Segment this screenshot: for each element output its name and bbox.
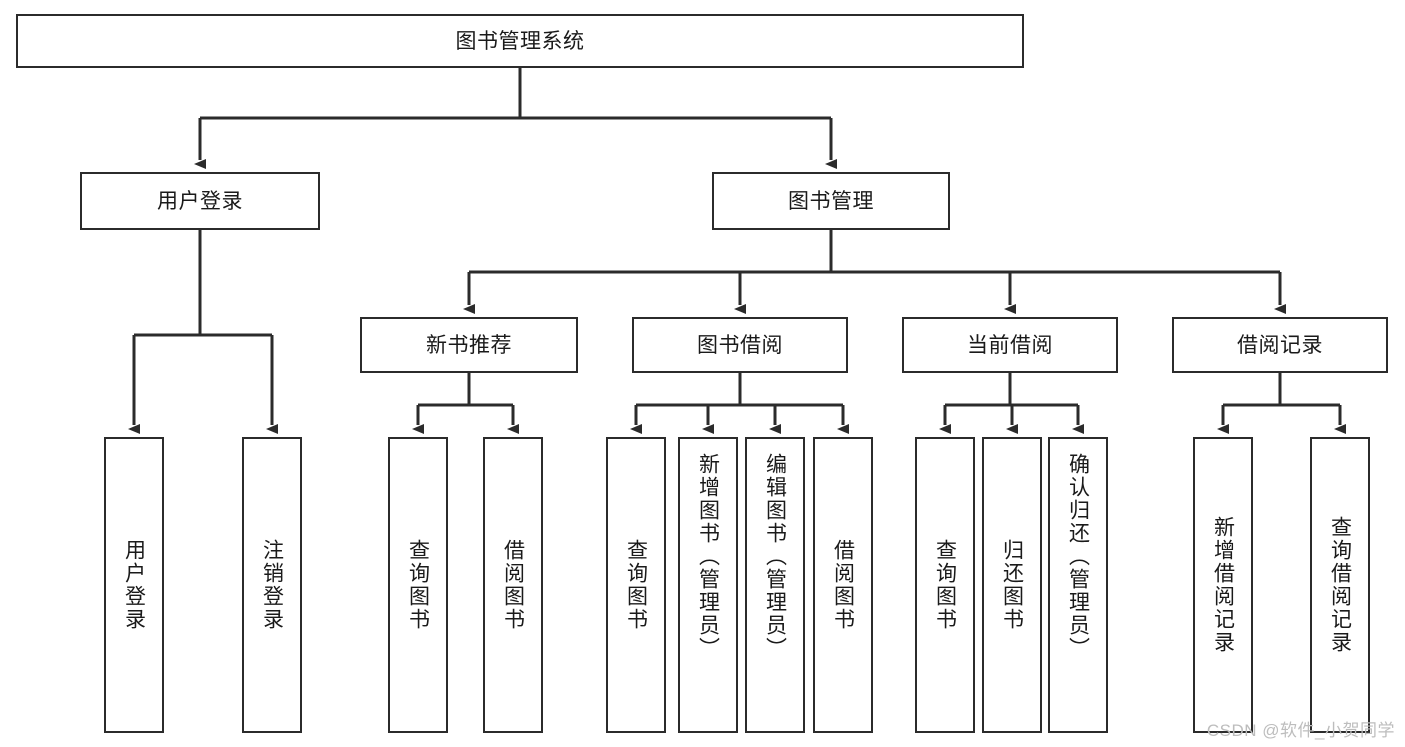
edge-userlogin-to-leaves: [128, 230, 278, 434]
leaf-query-book-borrow[interactable]: 查询图书: [606, 437, 666, 733]
edge-newbook-to-leaves: [412, 373, 519, 434]
edge-root-to-level2: [194, 68, 837, 169]
node-user-login[interactable]: 用户登录: [80, 172, 320, 230]
leaf-query-book-current-label: 查询图书: [933, 539, 957, 631]
edge-borrow-to-leaves: [630, 373, 849, 434]
node-root[interactable]: 图书管理系统: [16, 14, 1024, 68]
leaf-add-borrow-record[interactable]: 新增借阅记录: [1193, 437, 1253, 733]
node-book-management[interactable]: 图书管理: [712, 172, 950, 230]
leaf-query-book-current[interactable]: 查询图书: [915, 437, 975, 733]
node-borrow-records-label: 借阅记录: [1237, 333, 1323, 357]
leaf-borrow-book-recommend[interactable]: 借阅图书: [483, 437, 543, 733]
node-current-borrow[interactable]: 当前借阅: [902, 317, 1118, 373]
leaf-user-login-label: 用户登录: [122, 539, 146, 631]
node-book-borrow-label: 图书借阅: [697, 333, 783, 357]
node-user-login-label: 用户登录: [157, 189, 243, 213]
leaf-edit-book-admin[interactable]: 编辑图书（管理员）: [745, 437, 805, 733]
leaf-return-book[interactable]: 归还图书: [982, 437, 1042, 733]
leaf-return-book-label: 归还图书: [1000, 539, 1024, 631]
leaf-query-book-borrow-label: 查询图书: [624, 539, 648, 631]
node-current-borrow-label: 当前借阅: [967, 333, 1053, 357]
leaf-add-borrow-record-label: 新增借阅记录: [1211, 516, 1235, 654]
leaf-confirm-return-admin[interactable]: 确认归还（管理员）: [1048, 437, 1108, 733]
leaf-add-book-admin[interactable]: 新增图书（管理员）: [678, 437, 738, 733]
node-borrow-records[interactable]: 借阅记录: [1172, 317, 1388, 373]
leaf-query-book-recommend[interactable]: 查询图书: [388, 437, 448, 733]
edge-current-to-leaves: [939, 373, 1084, 434]
node-new-book-recommend-label: 新书推荐: [426, 333, 512, 357]
leaf-borrow-book-label: 借阅图书: [831, 539, 855, 631]
node-book-borrow[interactable]: 图书借阅: [632, 317, 848, 373]
edge-bookmgmt-to-level3: [463, 230, 1286, 314]
leaf-confirm-return-admin-label: 确认归还（管理员）: [1066, 453, 1090, 660]
leaf-add-book-admin-label: 新增图书（管理员）: [696, 453, 720, 660]
leaf-edit-book-admin-label: 编辑图书（管理员）: [763, 453, 787, 660]
node-new-book-recommend[interactable]: 新书推荐: [360, 317, 578, 373]
leaf-logout-label: 注销登录: [260, 539, 284, 631]
leaf-query-borrow-record[interactable]: 查询借阅记录: [1310, 437, 1370, 733]
leaf-query-borrow-record-label: 查询借阅记录: [1328, 516, 1352, 654]
node-book-management-label: 图书管理: [788, 189, 874, 213]
leaf-borrow-book-recommend-label: 借阅图书: [501, 539, 525, 631]
leaf-borrow-book[interactable]: 借阅图书: [813, 437, 873, 733]
leaf-logout[interactable]: 注销登录: [242, 437, 302, 733]
node-root-label: 图书管理系统: [455, 29, 585, 53]
leaf-query-book-recommend-label: 查询图书: [406, 539, 430, 631]
leaf-user-login[interactable]: 用户登录: [104, 437, 164, 733]
edge-records-to-leaves: [1217, 373, 1346, 434]
